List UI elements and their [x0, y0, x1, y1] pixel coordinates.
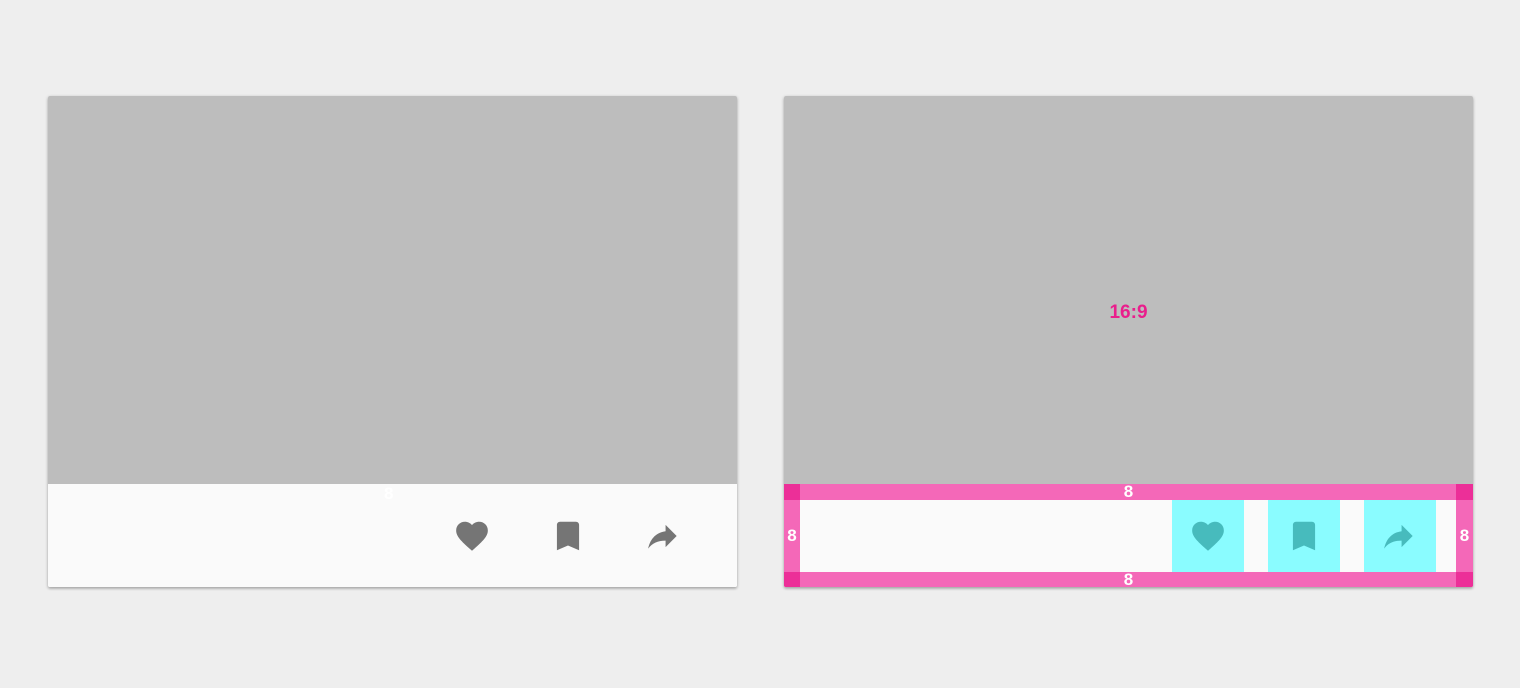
like-button[interactable]	[1172, 500, 1244, 572]
padding-left-label: 8	[787, 525, 797, 545]
padding-corner	[784, 572, 800, 587]
heart-icon	[1192, 521, 1224, 551]
bookmark-button[interactable]	[1268, 500, 1340, 572]
card-actions	[784, 484, 1473, 587]
bookmark-icon	[1292, 521, 1316, 551]
padding-left-overlay: 8	[784, 484, 800, 587]
card-actions: 8	[48, 484, 737, 587]
bookmark-button[interactable]	[532, 500, 604, 572]
card-media	[48, 96, 737, 484]
share-button[interactable]	[628, 500, 700, 572]
share-icon	[1384, 524, 1413, 549]
padding-corner	[784, 484, 800, 500]
padding-right-overlay: 8	[1456, 484, 1473, 587]
share-button[interactable]	[1364, 500, 1436, 572]
bookmark-icon	[556, 521, 580, 551]
padding-top-overlay: 8	[784, 482, 1473, 501]
padding-bottom-label: 8	[1123, 569, 1134, 588]
padding-corner	[1456, 484, 1473, 500]
padding-corner	[1456, 572, 1473, 587]
media-card-reference: 8	[48, 96, 737, 587]
padding-bottom-overlay: 8	[784, 569, 1473, 588]
aspect-ratio-label: 16:9	[1109, 302, 1148, 323]
share-icon	[648, 524, 677, 549]
card-media	[784, 96, 1473, 484]
padding-top-label: 8	[1123, 482, 1134, 501]
padding-right-label: 8	[1459, 525, 1470, 545]
spacing-label: 8	[384, 484, 394, 503]
heart-icon	[456, 521, 488, 551]
media-card-spec: 16:9 8 8 8 8	[784, 96, 1473, 587]
like-button[interactable]	[436, 500, 508, 572]
